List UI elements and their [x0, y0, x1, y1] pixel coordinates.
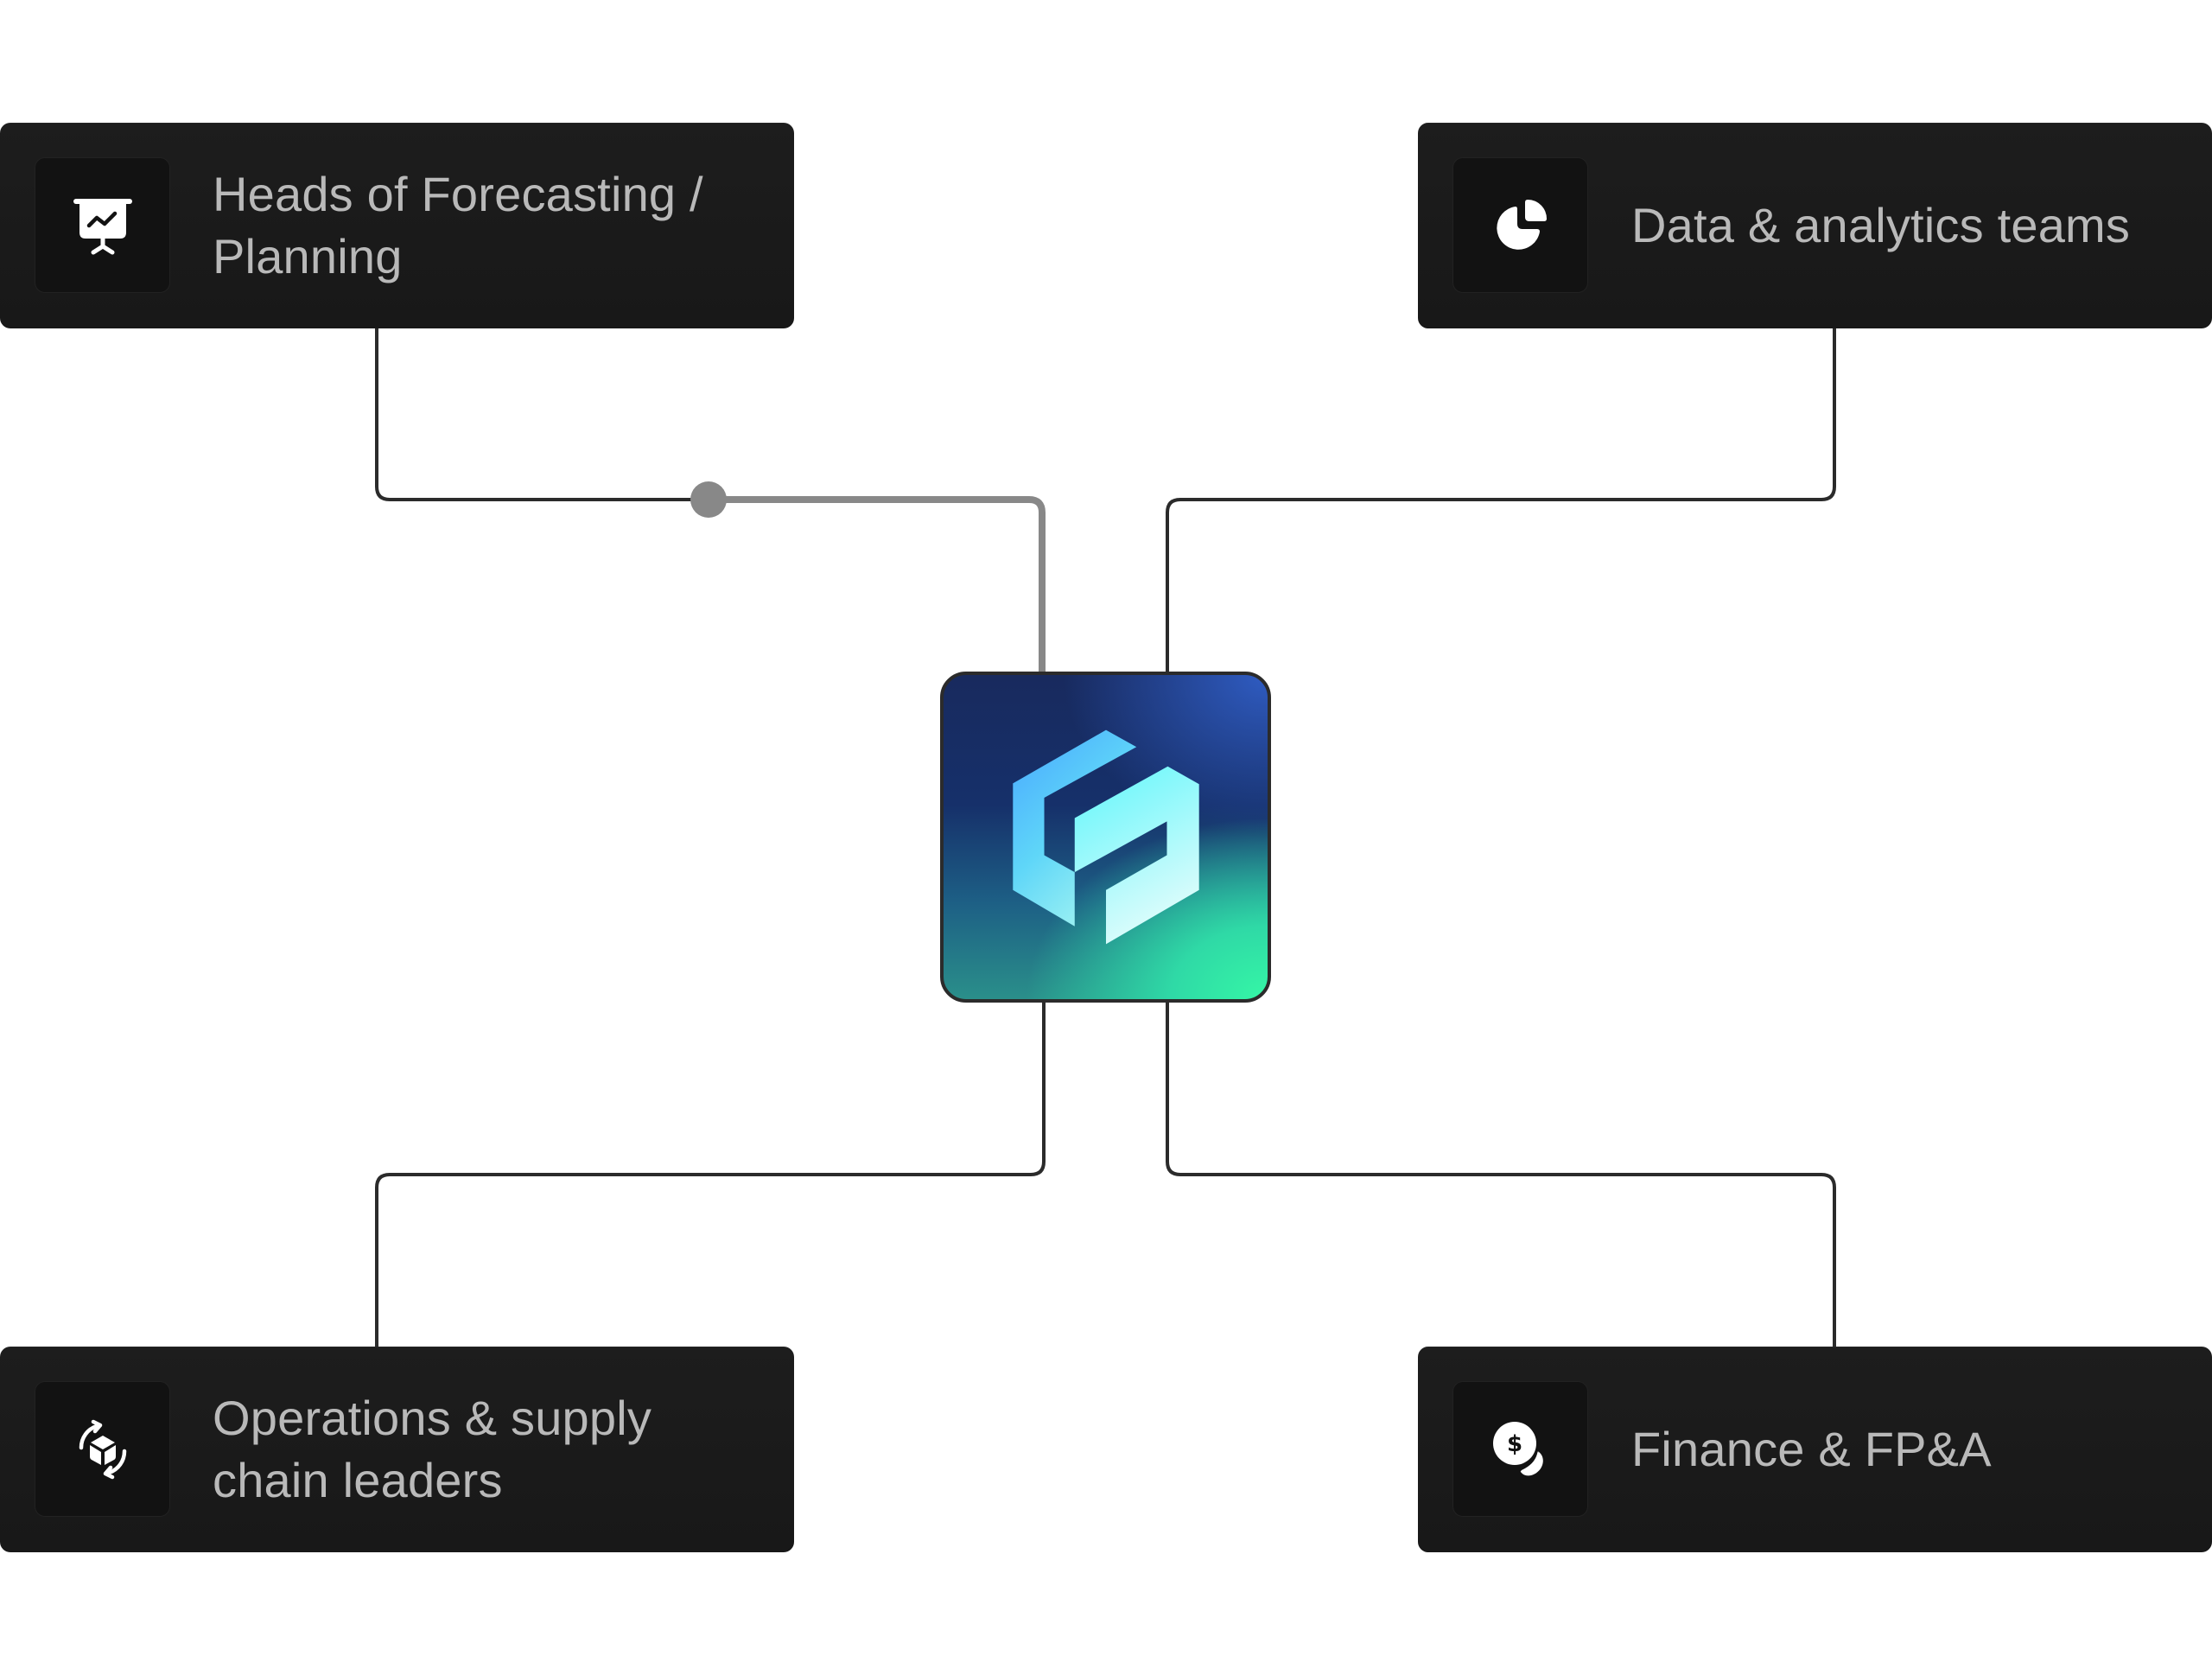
icon-box [35, 1381, 170, 1517]
connector-finance [1166, 1003, 1836, 1347]
platform-hub-logo[interactable] [940, 672, 1271, 1003]
audience-card-operations[interactable]: Operations & supply chain leaders [0, 1347, 794, 1552]
pie-chart-icon [1496, 199, 1547, 250]
audience-label: Data & analytics teams [1631, 198, 2131, 252]
icon-box [1452, 157, 1588, 293]
connector-forecasting-highlight [709, 496, 1046, 672]
connector-data-analytics [1166, 328, 1836, 672]
connector-active-dot[interactable] [690, 481, 727, 518]
audience-card-data-analytics[interactable]: Data & analytics teams [1418, 123, 2212, 328]
audience-label: Finance & FP&A [1631, 1422, 1992, 1476]
package-cycle-icon [79, 1419, 126, 1479]
logo-left-piece [1013, 729, 1137, 927]
coins-icon: $ [1492, 1421, 1543, 1475]
audience-card-finance[interactable]: $ Finance & FP&A [1418, 1347, 2212, 1552]
presentation-chart-icon [73, 198, 132, 254]
hexagon-logo-icon [1013, 729, 1199, 945]
audience-card-forecasting[interactable]: Heads of Forecasting / Planning [0, 123, 794, 328]
logo-right-piece [1074, 766, 1199, 945]
icon-box: $ [1452, 1381, 1588, 1517]
connector-operations [375, 1003, 1046, 1347]
icon-box [35, 157, 170, 293]
svg-text:$: $ [1506, 1431, 1522, 1457]
connector-forecasting-dark [375, 328, 709, 501]
audience-label: Heads of Forecasting / Planning [213, 167, 703, 283]
audience-label: Operations & supply chain leaders [213, 1391, 652, 1507]
